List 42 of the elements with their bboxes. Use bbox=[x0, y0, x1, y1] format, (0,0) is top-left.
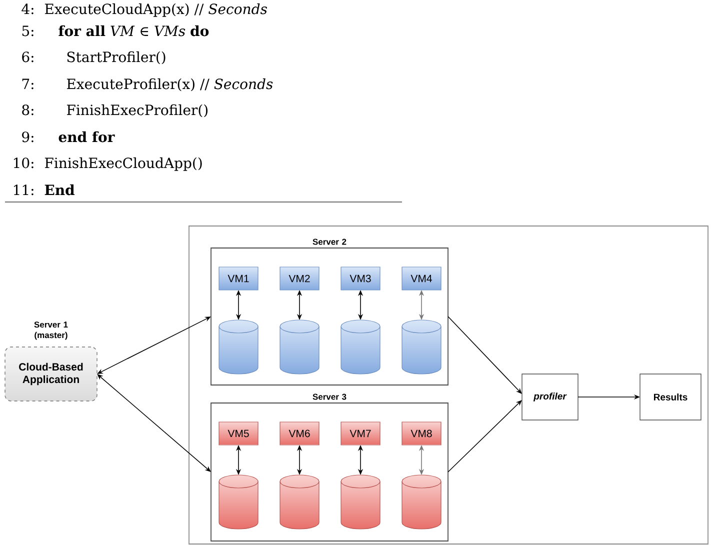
pseudocode-line: end for bbox=[58, 131, 115, 142]
vm-box: VM4 bbox=[402, 266, 442, 290]
database-cylinder bbox=[340, 474, 380, 530]
database-cylinder bbox=[402, 320, 442, 374]
database-cylinder bbox=[402, 474, 442, 530]
database-cylinder bbox=[280, 320, 320, 374]
pseudocode-line: ExecuteProfiler(x) // Seconds bbox=[66, 78, 273, 92]
vm-box: VM5 bbox=[218, 422, 258, 446]
heading: Server 2 bbox=[312, 238, 346, 245]
database-cylinder bbox=[280, 474, 320, 530]
vm-box: VM6 bbox=[280, 422, 320, 446]
vm-box: VM7 bbox=[340, 422, 380, 446]
database-cylinder bbox=[340, 320, 380, 374]
arrow bbox=[97, 374, 211, 472]
pseudocode-line: StartProfiler() bbox=[67, 51, 166, 64]
line-number: 5: bbox=[22, 26, 34, 36]
arrow bbox=[448, 400, 522, 472]
pseudocode-line: End bbox=[44, 184, 74, 196]
vm-box: VM3 bbox=[340, 266, 380, 290]
results-box: Results bbox=[640, 374, 702, 420]
pseudocode-line: FinishExecCloudApp() bbox=[44, 157, 202, 171]
pseudocode-line: ExecuteCloudApp(x) // Seconds bbox=[44, 3, 267, 17]
heading: Server 3 bbox=[312, 394, 346, 400]
arrow bbox=[448, 316, 522, 394]
heading: Server 1 (master) bbox=[34, 322, 68, 340]
frame-box bbox=[188, 226, 708, 544]
database-cylinder bbox=[218, 320, 258, 374]
application-box: Cloud-Based Application bbox=[4, 346, 98, 402]
vm-box: VM8 bbox=[402, 422, 442, 446]
database-cylinder bbox=[218, 474, 258, 530]
profiler-box: profiler bbox=[522, 374, 578, 420]
pseudocode-line: FinishExecProfiler() bbox=[66, 104, 208, 118]
line-number: 8: bbox=[22, 104, 34, 116]
line-number: 6: bbox=[22, 52, 34, 62]
line-number: 11: bbox=[14, 184, 34, 196]
pseudocode-line: for all VM ∈ VMs do bbox=[58, 25, 209, 36]
line-number: 9: bbox=[22, 132, 34, 142]
line-number: 4: bbox=[22, 4, 34, 14]
vm-box: VM1 bbox=[218, 266, 258, 290]
line-number: 10: bbox=[14, 158, 34, 168]
vm-box: VM2 bbox=[280, 266, 320, 290]
line-number: 7: bbox=[22, 78, 34, 90]
